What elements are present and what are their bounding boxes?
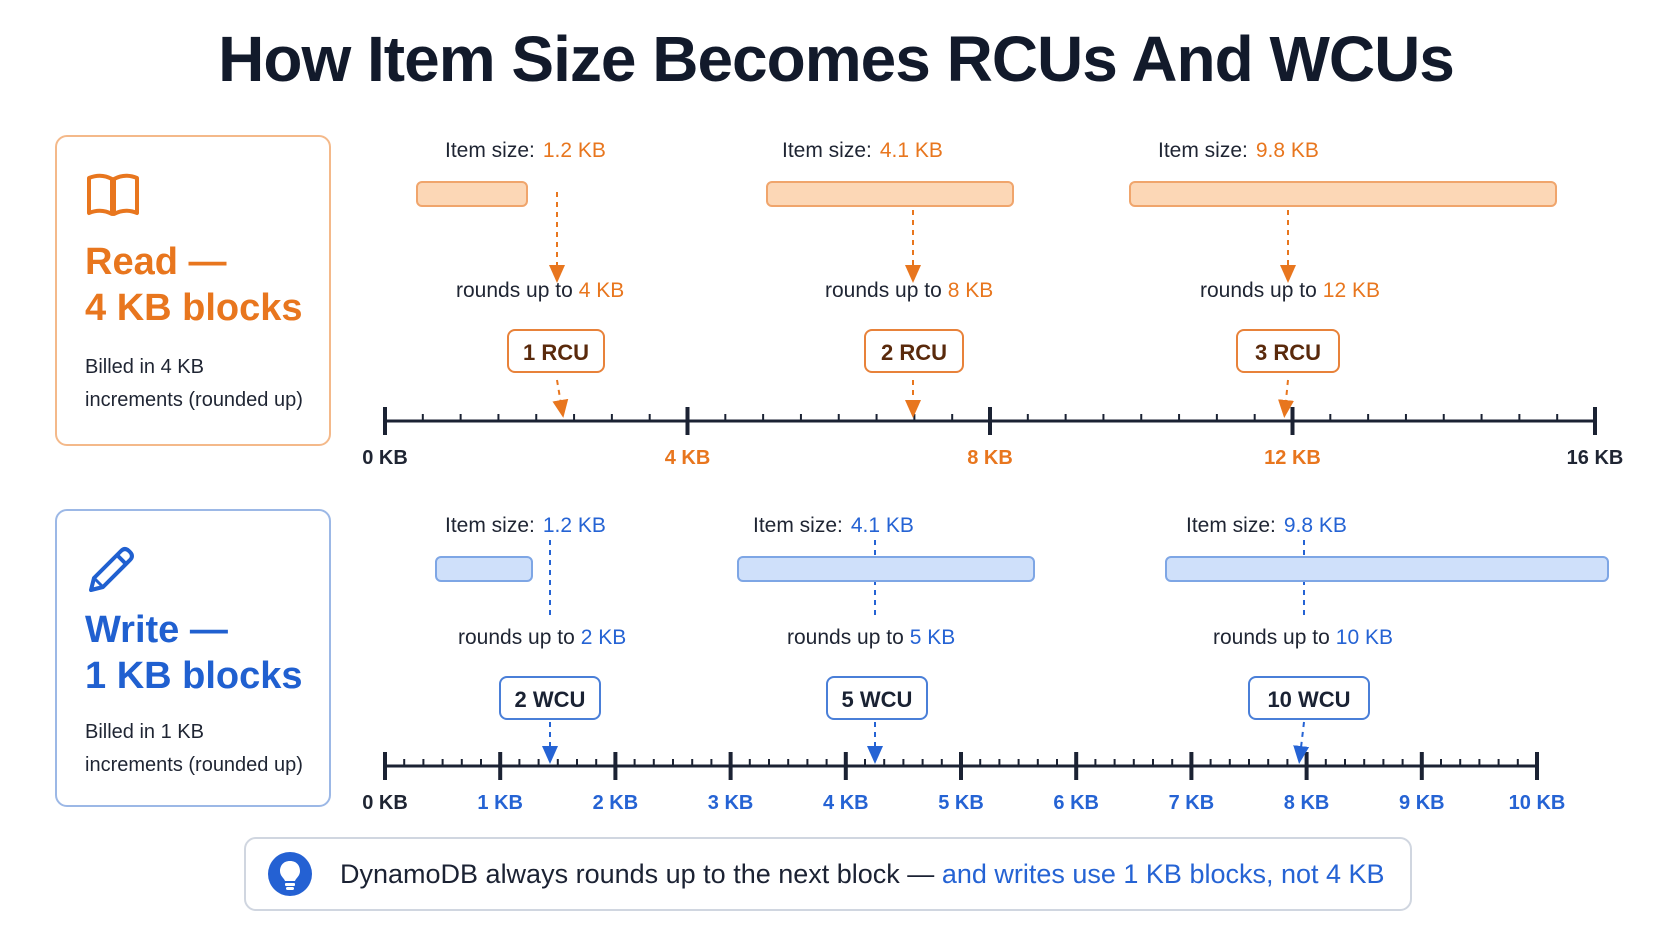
write-heading-line1: Write — (85, 609, 228, 651)
axis-tick-label: 8 KB (1283, 792, 1330, 814)
footer-text: DynamoDB always rounds up to the next bl… (340, 839, 1385, 909)
footer-callout: DynamoDB always rounds up to the next bl… (244, 837, 1412, 911)
read-item-3-size: Item size:9.8 KB (1158, 139, 1319, 162)
write-item-3-units: 10 WCU (1248, 676, 1370, 720)
read-axis (383, 407, 1597, 435)
read-heading: Read — 4 KB blocks (85, 239, 303, 331)
read-item-2-bar (766, 181, 1014, 207)
axis-tick-label: 5 KB (938, 792, 984, 814)
axis-tick-label: 16 KB (1566, 447, 1624, 469)
write-axis (383, 752, 1539, 780)
read-description: Billed in 4 KB increments (rounded up) (85, 351, 303, 417)
axis-tick-label: 12 KB (1264, 447, 1321, 469)
write-item-2-bar (737, 556, 1035, 582)
write-item-2-units: 5 WCU (826, 676, 928, 720)
write-card: Write — 1 KB blocks Billed in 1 KB incre… (55, 509, 331, 807)
axis-tick-label: 3 KB (707, 792, 754, 814)
axis-tick-label: 10 KB (1508, 792, 1566, 814)
read-item-2-units: 2 RCU (864, 329, 964, 373)
read-item-1-arrow-bottom (552, 379, 569, 418)
axis-tick-label: 0 KB (362, 447, 408, 469)
footer-text-highlight: and writes use 1 KB blocks, not 4 KB (941, 859, 1385, 889)
axis-tick-label: 2 KB (592, 792, 639, 814)
read-card: Read — 4 KB blocks Billed in 4 KB increm… (55, 135, 331, 446)
axis-tick-label: 4 KB (664, 447, 711, 469)
book-icon (85, 170, 141, 223)
write-description: Billed in 1 KB increments (rounded up) (85, 716, 303, 782)
read-item-2-size: Item size:4.1 KB (782, 139, 943, 162)
axis-tick-label: 4 KB (823, 792, 869, 814)
read-desc-line1: Billed in 4 KB (85, 356, 204, 378)
axis-tick-label: 1 KB (477, 792, 523, 814)
read-item-1-units: 1 RCU (507, 329, 605, 373)
read-item-1-size: Item size:1.2 KB (445, 139, 606, 162)
pencil-icon (85, 544, 137, 601)
read-item-3-arrow-bottom (1278, 379, 1294, 418)
write-item-1-bar (435, 556, 533, 582)
page-title: How Item Size Becomes RCUs And WCUs (218, 23, 1455, 95)
axis-tick-label: 7 KB (1168, 792, 1215, 814)
read-item-3-units: 3 RCU (1236, 329, 1340, 373)
footer-text-main: DynamoDB always rounds up to the next bl… (340, 859, 935, 889)
axis-tick-label: 6 KB (1053, 792, 1099, 814)
lightbulb-icon (268, 852, 312, 896)
write-item-1-units: 2 WCU (499, 676, 601, 720)
write-desc-line2: increments (rounded up) (85, 754, 303, 776)
read-arrows (549, 192, 1296, 418)
write-item-3-size: Item size:9.8 KB (1186, 514, 1347, 537)
write-item-3-bar (1165, 556, 1609, 582)
read-heading-line2: 4 KB blocks (85, 287, 303, 329)
axis-tick-label: 9 KB (1399, 792, 1445, 814)
read-item-3-bar (1129, 181, 1557, 207)
write-heading: Write — 1 KB blocks (85, 607, 303, 699)
write-item-3-arrow-bottom (1293, 721, 1310, 764)
axis-tick-label: 8 KB (967, 447, 1013, 469)
write-item-1-size: Item size:1.2 KB (445, 514, 606, 537)
read-desc-line2: increments (rounded up) (85, 389, 303, 411)
write-heading-line2: 1 KB blocks (85, 655, 303, 697)
read-item-1-bar (416, 181, 528, 207)
read-heading-line1: Read — (85, 241, 227, 283)
write-desc-line1: Billed in 1 KB (85, 721, 204, 743)
axis-tick-label: 0 KB (362, 792, 408, 814)
write-item-2-size: Item size:4.1 KB (753, 514, 914, 537)
